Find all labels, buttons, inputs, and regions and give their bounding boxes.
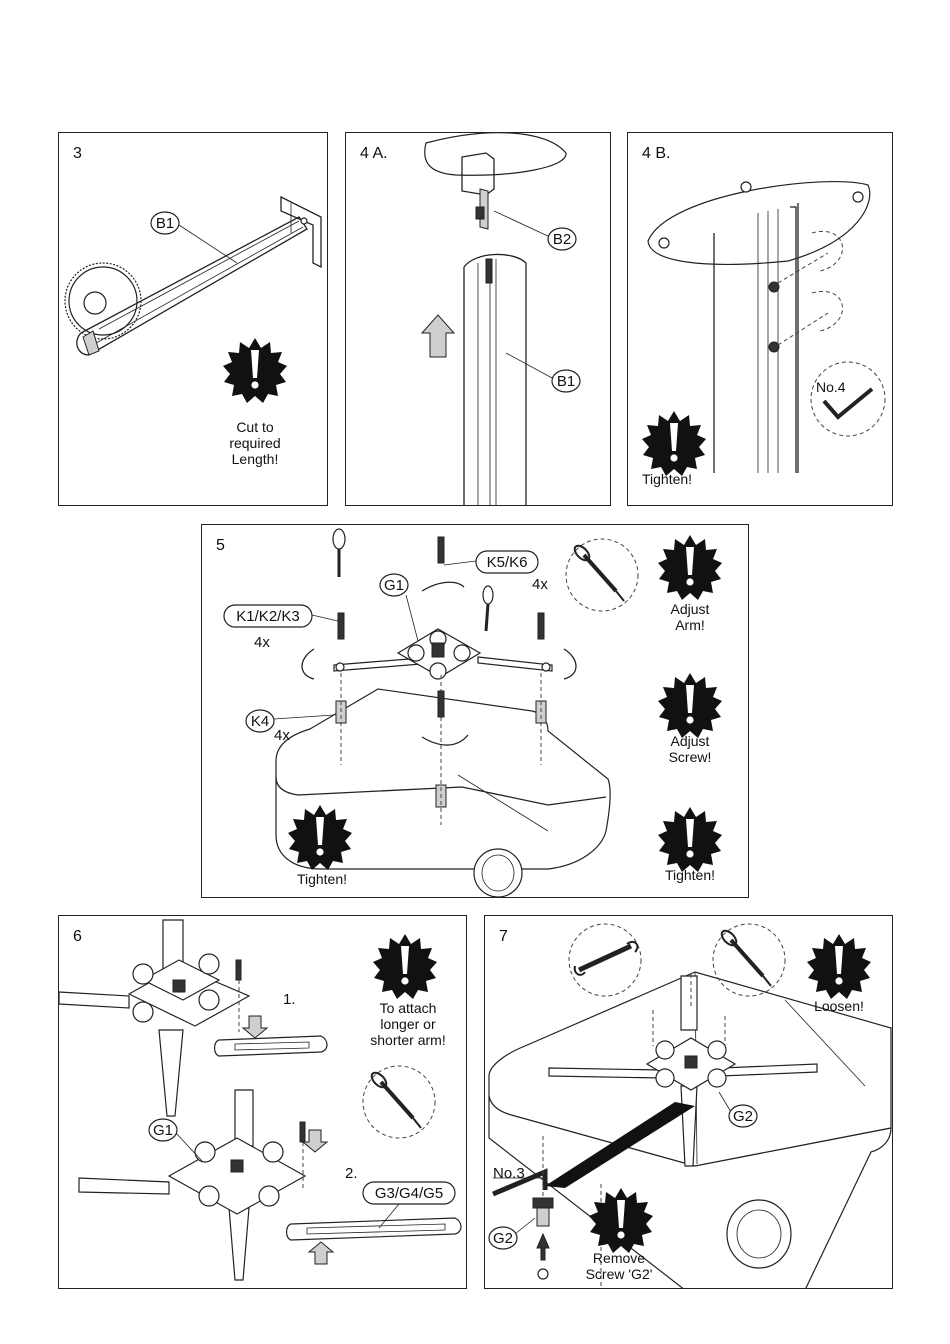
warning-remove-screw: Remove Screw 'G2' [571, 1250, 667, 1282]
warning-adjust-screw: Adjust Screw! [652, 733, 728, 765]
hex-key-circle [808, 359, 890, 441]
warning-adjust-arm: Adjust Arm! [652, 601, 728, 633]
projector-mount-illustration: G1 K5/K6 4x K1/K2/K3 4x K4 4x [202, 525, 749, 898]
remove-screw-illustration: No.3 G2 G2 [485, 916, 893, 1289]
panel-step-5: 5 [201, 524, 749, 898]
panel-step-4a: 4 A. B2 B1 [345, 132, 611, 506]
warning-tighten-left: Tighten! [284, 871, 360, 887]
insert-tube-illustration: B2 B1 [346, 133, 611, 506]
part-label-k5k6: K5/K6 [487, 554, 528, 571]
step-label-1: 1. [283, 991, 296, 1008]
part-label-g2-bottom: G2 [493, 1230, 513, 1247]
part-label-g1: G1 [153, 1122, 173, 1139]
tool-label-hex-key: No.3 [493, 1165, 525, 1182]
tool-label-hex-key: No.4 [816, 379, 846, 395]
panel-step-6: 6 1. 2. G1 [58, 915, 467, 1289]
part-label-b2: B2 [553, 231, 571, 248]
part-label-k1k2k3: K1/K2/K3 [236, 608, 299, 625]
warning-tighten: Tighten! [642, 471, 692, 487]
part-label-b1: B1 [156, 215, 174, 232]
warning-cut-to-length: Cut to required Length! [219, 419, 291, 467]
warning-loosen: Loosen! [799, 998, 879, 1014]
panel-step-7: 7 No.3 G2 [484, 915, 893, 1289]
step-label-2: 2. [345, 1165, 358, 1182]
part-label-g1: G1 [384, 577, 404, 594]
warning-attach-arm: To attach longer or shorter arm! [359, 1000, 457, 1048]
part-qty-k4: 4x [274, 727, 290, 744]
arm-swap-illustration: 1. 2. G1 G3/G4/G5 [59, 916, 467, 1289]
warning-tighten-right: Tighten! [652, 867, 728, 883]
part-qty-k1k2k3: 4x [254, 634, 270, 651]
part-label-g3g4g5: G3/G4/G5 [375, 1185, 443, 1202]
part-label-g2-top: G2 [733, 1108, 753, 1125]
panel-step-4b: 4 B. No.4 Tighten! [627, 132, 893, 506]
part-qty-k5k6: 4x [532, 576, 548, 593]
part-label-b1: B1 [557, 373, 575, 390]
part-label-k4: K4 [251, 713, 269, 730]
panel-step-3: 3 B1 Cut to required Length! [58, 132, 328, 506]
